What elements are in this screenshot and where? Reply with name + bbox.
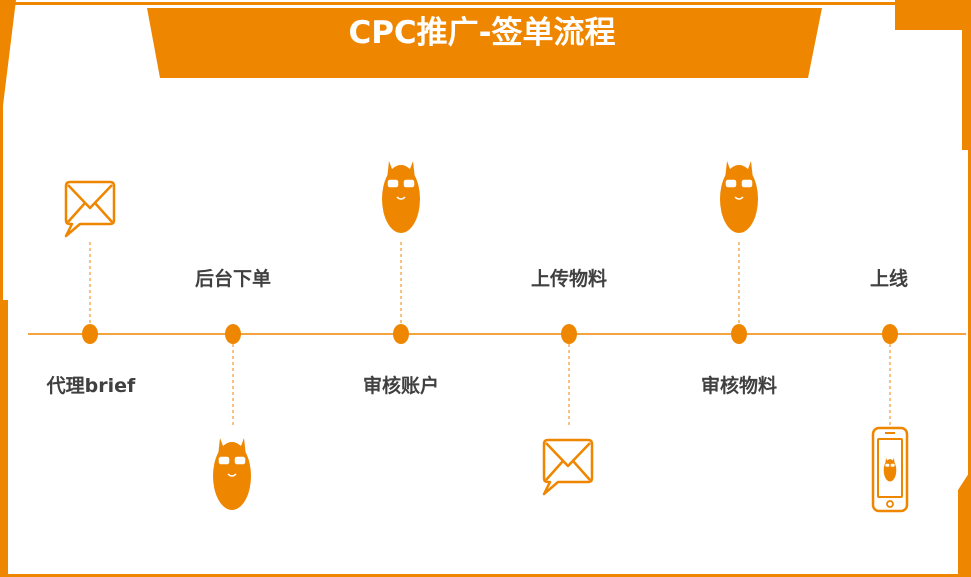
corner-accent-top-right <box>895 0 971 150</box>
step-label-backend-order: 后台下单 <box>194 268 272 290</box>
timeline-node <box>561 324 577 344</box>
step-label-review-account: 审核账户 <box>362 375 440 397</box>
envelope-icon <box>542 438 594 496</box>
step-label-go-live: 上线 <box>869 268 909 290</box>
timeline-node <box>731 324 747 344</box>
envelope-icon <box>64 180 116 238</box>
timeline-node <box>225 324 241 344</box>
slide-title: CPC推广-签单流程 <box>348 14 616 51</box>
step-label-upload-materials: 上传物料 <box>530 268 608 290</box>
corner-accent-top-left <box>0 0 16 130</box>
llama-mascot-icon <box>720 161 758 233</box>
title-banner <box>147 8 822 78</box>
llama-mascot-icon <box>883 457 897 482</box>
corner-accent-left <box>0 300 8 577</box>
step-label-review-materials: 审核物料 <box>700 375 778 397</box>
timeline-node <box>82 324 98 344</box>
timeline-node <box>882 324 898 344</box>
corner-accent-right <box>958 470 971 577</box>
smartphone-icon <box>871 426 909 513</box>
timeline-node <box>393 324 409 344</box>
llama-mascot-icon <box>382 161 420 233</box>
llama-mascot-icon <box>213 438 251 510</box>
step-label-agency-brief: 代理brief <box>46 375 136 397</box>
